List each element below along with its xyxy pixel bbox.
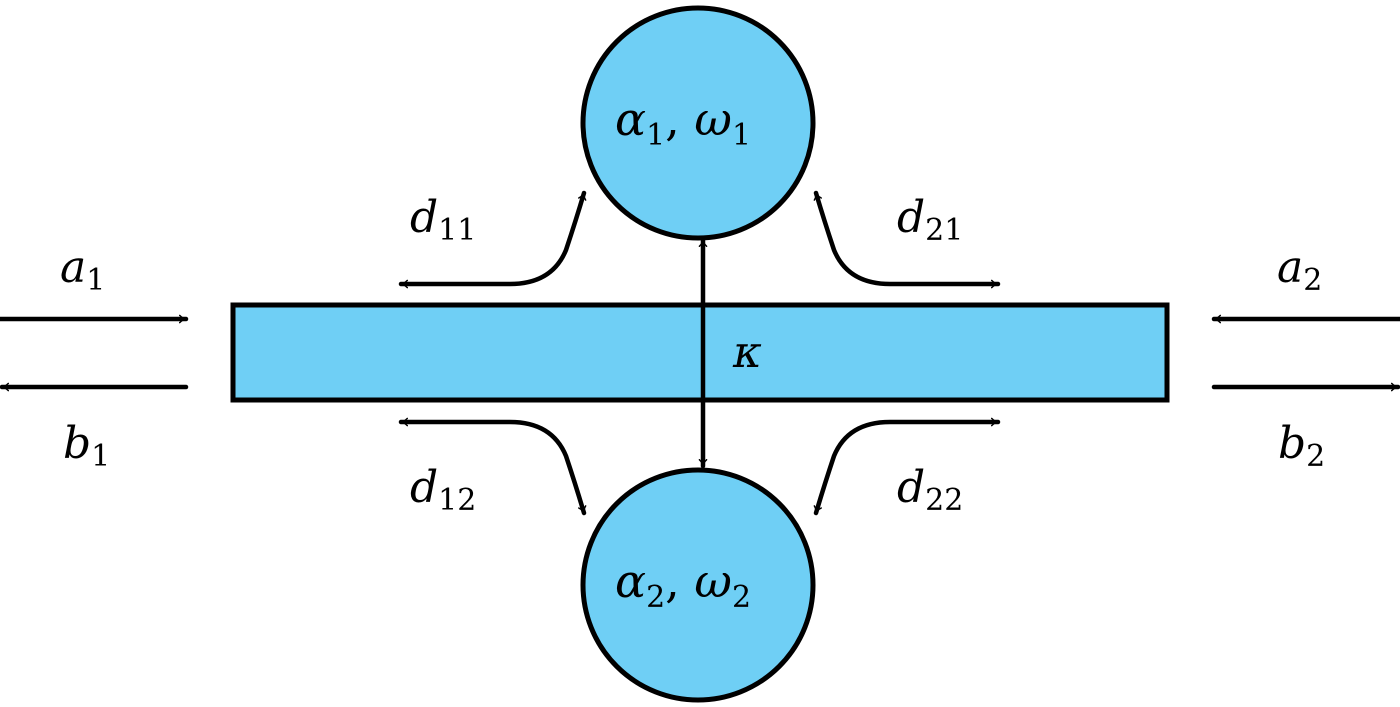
resonator-top <box>580 5 816 241</box>
port-b1-label: b1 <box>63 418 110 474</box>
coupling-kappa-label: κ <box>732 327 762 378</box>
waveguide-bar <box>230 302 1170 403</box>
coupling-d11-arrow <box>398 190 587 289</box>
coupling-d21-label: d21 <box>897 192 963 248</box>
coupling-d21-arrow <box>813 190 1001 289</box>
coupling-d12-arrow <box>398 417 587 516</box>
port-a1-label: a1 <box>60 242 105 298</box>
coupling-d12-label: d12 <box>410 462 476 518</box>
port-b2-label: b2 <box>1278 418 1325 474</box>
coupling-d22-label: d22 <box>897 462 963 518</box>
coupling-d22-arrow <box>813 417 1001 516</box>
coupling-d11-label: d11 <box>410 192 476 248</box>
resonator-bottom <box>580 467 816 703</box>
resonator-top-label: α1, ω1 <box>615 92 751 153</box>
resonator-bottom-label: α2, ω2 <box>615 554 751 615</box>
port-a2-label: a2 <box>1277 242 1322 298</box>
